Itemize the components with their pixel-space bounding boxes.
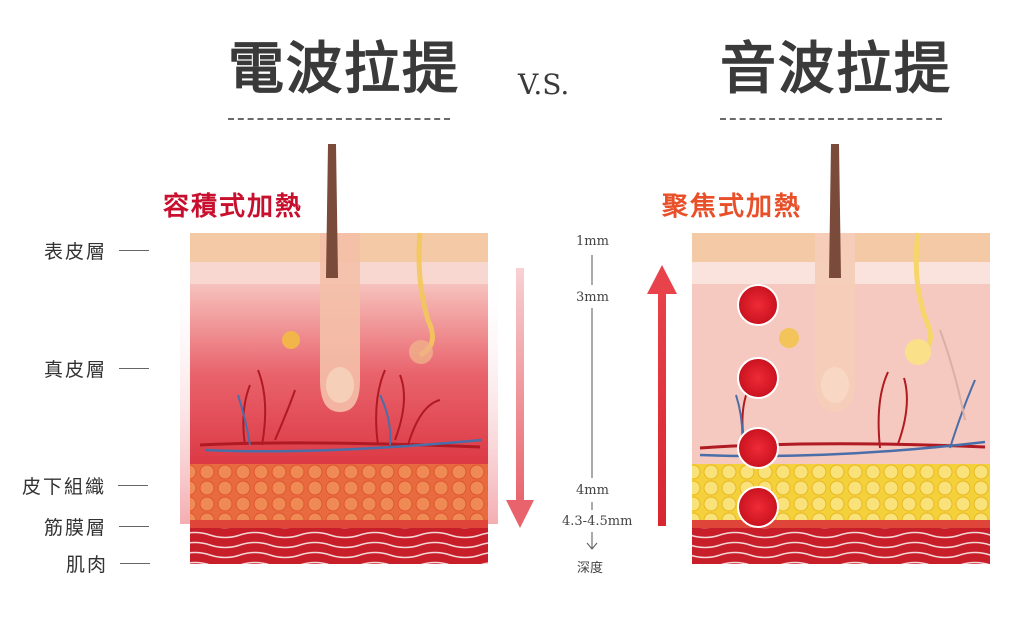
muscle-layer xyxy=(190,528,488,564)
title-underline-right xyxy=(720,118,942,120)
focal-point-dermis xyxy=(737,357,779,399)
subcutaneous-layer xyxy=(692,464,990,520)
venules xyxy=(237,394,392,446)
title-underline-left xyxy=(228,118,450,120)
leader-line xyxy=(118,485,149,486)
layer-label-text: 表皮層 xyxy=(44,241,108,263)
layer-label-muscle: 肌肉 xyxy=(66,550,151,577)
layer-label-text: 筋膜層 xyxy=(44,517,108,539)
hair-bulb xyxy=(821,367,849,403)
fascia-layer xyxy=(692,520,990,528)
depth-tick-1mm: 1mm xyxy=(576,234,609,249)
sweat-gland xyxy=(905,339,931,365)
hair-bulb xyxy=(326,367,354,403)
hair-follicle xyxy=(815,233,855,412)
title-ultrasound: 音波拉提 xyxy=(720,37,952,102)
sweat-gland xyxy=(409,340,433,364)
sebaceous-gland xyxy=(779,328,799,348)
leader-line xyxy=(119,250,150,251)
depth-tick-3mm: 3mm xyxy=(576,290,609,305)
muscle-layer xyxy=(692,528,990,564)
layer-label-text: 皮下組織 xyxy=(22,476,107,498)
sebaceous-gland xyxy=(282,331,300,349)
fascia-layer xyxy=(190,520,488,528)
focal-point-3mm xyxy=(737,284,779,326)
depth-axis-label: 深度 xyxy=(577,561,604,576)
layer-label-dermis: 真皮層 xyxy=(44,355,150,382)
focal-point-smas xyxy=(737,486,779,528)
faded-vessel xyxy=(939,329,966,421)
subcutaneous-layer xyxy=(190,464,488,522)
subtitle-focused-heating: 聚焦式加熱 xyxy=(662,192,803,222)
layer-label-fascia: 筋膜層 xyxy=(44,513,150,540)
depth-tick-4mm: 4mm xyxy=(576,483,609,498)
depth-arrow-icon xyxy=(586,542,598,550)
layer-label-subcutaneous: 皮下組織 xyxy=(22,472,149,499)
layer-label-text: 真皮層 xyxy=(44,359,108,381)
upward-heat-arrow-head xyxy=(647,265,677,294)
hair-shaft xyxy=(326,144,338,278)
artery xyxy=(199,441,481,449)
title-radiofrequency: 電波拉提 xyxy=(228,37,460,102)
subtitle-volumetric-heating: 容積式加熱 xyxy=(163,192,304,222)
vein xyxy=(204,438,483,453)
leader-line xyxy=(120,563,151,564)
focal-point-4mm xyxy=(737,427,779,469)
depth-tick-4-3-4-5mm: 4.3-4.5mm xyxy=(562,514,633,529)
vein xyxy=(699,440,986,458)
hair-shaft xyxy=(829,144,841,278)
upward-heat-arrow-shaft xyxy=(658,290,666,526)
versus-label: V.S. xyxy=(518,68,570,101)
leader-line xyxy=(119,526,150,527)
downward-heat-arrow-head xyxy=(506,500,534,528)
layer-label-epidermis: 表皮層 xyxy=(44,237,150,264)
downward-heat-arrow-shaft xyxy=(516,268,524,506)
leader-line xyxy=(119,368,150,369)
layer-label-text: 肌肉 xyxy=(66,554,109,576)
capillaries xyxy=(375,369,441,446)
